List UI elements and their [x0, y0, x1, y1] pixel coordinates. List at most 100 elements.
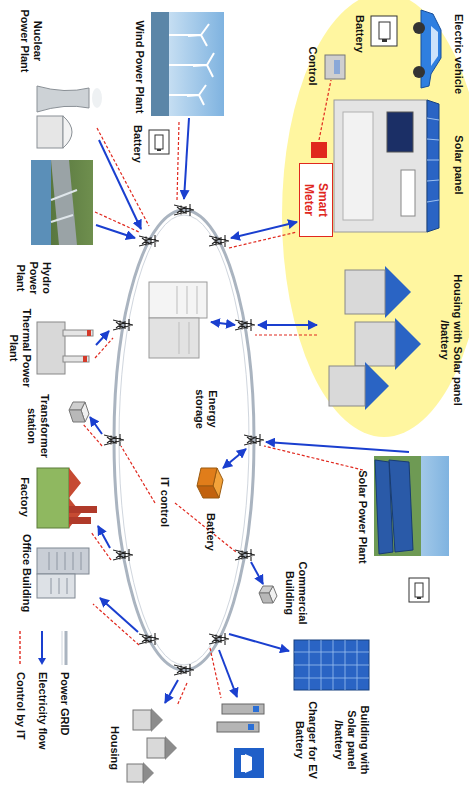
plant-label: Solar Power Plant — [356, 458, 369, 576]
storage-battery-cube — [197, 468, 217, 486]
it-control-lines — [255, 334, 317, 335]
energy-storage-building — [177, 286, 197, 354]
ev-charger-icon — [217, 704, 264, 732]
commercial-transformer-box — [259, 586, 277, 603]
electricity-flow-arrows — [266, 442, 409, 452]
ev-charger-icon — [217, 722, 259, 732]
nuclear-plant-icon — [63, 116, 72, 148]
house-cutaway — [334, 100, 427, 232]
power-grid-ring — [119, 215, 249, 665]
yellow-area — [282, 0, 469, 437]
housing-solar-icon — [355, 322, 395, 366]
wind-farm-photo — [151, 12, 224, 116]
battery-icon — [415, 583, 423, 597]
ev-charger-icon — [253, 706, 259, 712]
power-towers — [113, 319, 133, 331]
battery-icon — [409, 578, 429, 602]
electricity-flow-arrows — [90, 118, 409, 703]
electricity-flow-arrows — [165, 680, 178, 703]
power-grid-ring — [114, 210, 254, 670]
nuclear-plant-icon — [37, 116, 63, 148]
solar-building-icon — [294, 640, 369, 690]
yellow-area — [282, 0, 469, 437]
legend-line — [65, 631, 68, 665]
power-towers — [139, 633, 159, 645]
plant-label: Charger for EV Battery — [293, 695, 319, 785]
battery-icon — [149, 130, 169, 154]
power-towers — [174, 204, 194, 216]
transformer-box — [69, 402, 89, 422]
thermal-plant-icon — [83, 356, 87, 362]
factory-icon — [69, 517, 91, 524]
housing-solar-icon — [395, 318, 421, 370]
solar-building-icon — [294, 640, 369, 690]
office-building-icon — [37, 548, 89, 598]
solar-farm-photo — [375, 460, 393, 554]
smart-meter-icon — [311, 142, 327, 158]
power-towers — [209, 235, 229, 247]
energy-storage-building — [149, 318, 199, 358]
electricity-flow-arrows — [223, 449, 246, 468]
house-cutaway — [401, 170, 415, 216]
plant-label: Battery — [204, 505, 217, 559]
plant-label: Office Building — [20, 533, 33, 613]
electricity-flow-arrows — [98, 526, 110, 548]
commercial-transformer-box — [259, 586, 273, 593]
thermal-plant-icon — [37, 322, 93, 374]
legend-sample — [59, 630, 71, 666]
it-control-lines — [83, 424, 102, 446]
solar-building-icon — [294, 640, 369, 690]
housing-solar-icon — [385, 266, 411, 318]
control-box — [334, 60, 340, 74]
it-control-lines — [83, 80, 363, 706]
power-towers — [104, 434, 124, 446]
node-text: Smart Meter — [302, 169, 330, 231]
hydro-plant-photo — [31, 160, 93, 245]
plant-label: Energy storage — [193, 370, 219, 448]
house-cutaway — [387, 112, 413, 152]
factory-icon — [37, 468, 69, 528]
hydro-plant-photo — [31, 160, 93, 245]
factory-icon — [69, 506, 97, 513]
housing-icon — [143, 762, 154, 784]
electricity-flow-arrows — [258, 324, 317, 326]
hydro-plant-photo — [51, 190, 77, 222]
solar-farm-photo — [374, 456, 449, 556]
electricity-flow-arrows — [231, 222, 297, 238]
plant-label: Factory — [18, 462, 31, 532]
plant-label: Building with Solar panel /battery — [332, 695, 371, 785]
control-box — [325, 55, 345, 79]
legend-arrowhead — [39, 658, 47, 665]
legend-line — [62, 631, 63, 665]
it-control-lines — [121, 446, 155, 503]
energy-storage-building — [149, 282, 207, 318]
office-building-icon — [37, 574, 75, 598]
thermal-plant-icon — [37, 322, 65, 374]
battery-icon — [371, 16, 397, 46]
wind-farm-photo — [169, 24, 214, 105]
electric-vehicle-icon — [413, 66, 425, 78]
power-towers — [235, 549, 255, 561]
battery-icon — [417, 597, 421, 599]
plant-label: Nuclear Power Plant — [18, 5, 44, 77]
housing-solar-icon — [329, 266, 421, 410]
housing-solar-icon — [345, 270, 385, 314]
power-towers — [104, 204, 264, 676]
meter-box: Smart Meter — [299, 163, 333, 237]
house-cutaway — [427, 100, 439, 232]
battery-icon — [155, 135, 163, 149]
electricity-flow-arrows — [211, 322, 235, 325]
battery-icon — [157, 149, 161, 151]
electricity-flow-arrows — [229, 634, 289, 651]
electricity-flow-arrows — [219, 650, 237, 697]
it-control-lines — [177, 122, 179, 200]
electric-vehicle-icon — [413, 10, 441, 88]
housing-icon — [165, 736, 177, 760]
electricity-flow-arrows — [184, 118, 189, 199]
plant-label: Battery — [131, 118, 144, 170]
smart-meter-icon — [311, 142, 327, 158]
it-control-lines — [95, 212, 139, 232]
ev-sign — [241, 754, 252, 773]
